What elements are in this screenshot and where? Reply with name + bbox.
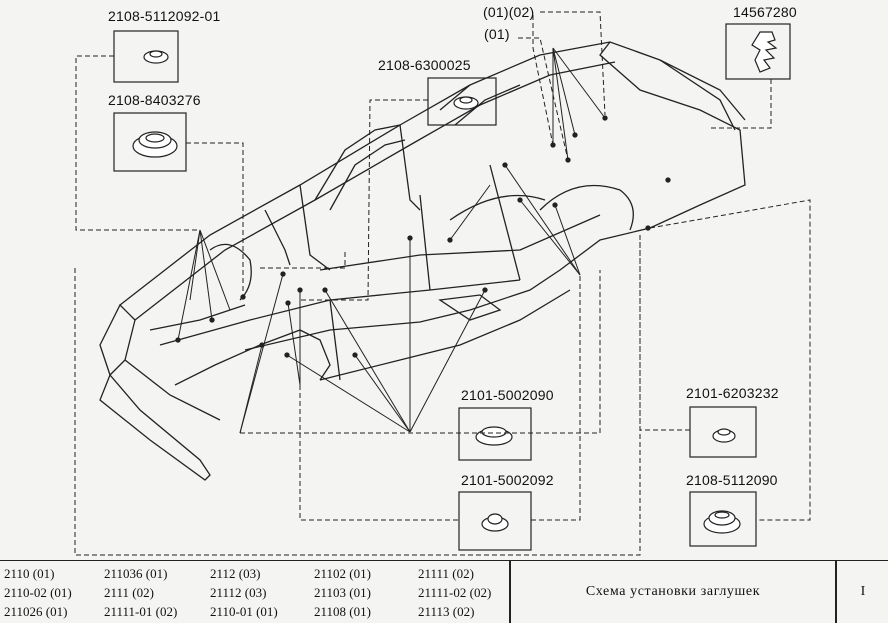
plug-installation-diagram: 2108-5112092-01 2108-8403276 2108-630002… — [74, 4, 811, 556]
part-box-14567280 — [725, 23, 791, 80]
model-cell: 211036 (01) — [104, 566, 168, 581]
part-box-2108-5112090 — [689, 491, 757, 547]
clip-fastener-icon — [751, 31, 778, 73]
part-label-01-02: (01)(02) — [483, 4, 535, 20]
part-box-2108-6300025 — [427, 77, 497, 126]
part-boxes — [113, 23, 791, 551]
part-label-2108-8403276: 2108-8403276 — [108, 92, 201, 108]
part-label-14567280: 14567280 — [733, 4, 797, 20]
model-cell: 211026 (01) — [4, 604, 68, 619]
part-box-2108-8403276 — [113, 112, 187, 172]
plug-medium-icon — [475, 426, 513, 446]
part-label-01: (01) — [484, 26, 510, 42]
part-label-2101-5002092: 2101-5002092 — [461, 472, 554, 488]
plug-flat-icon — [453, 96, 479, 110]
part-label-2108-5112090: 2108-5112090 — [686, 472, 778, 488]
plug-grommet-icon — [703, 510, 741, 534]
plug-icons — [132, 31, 778, 534]
model-cell: 2112 (03) — [210, 566, 261, 581]
model-cell: 21108 (01) — [314, 604, 371, 619]
car-body-outline — [99, 41, 746, 481]
sheet-title: Схема установки заглушек — [585, 584, 761, 599]
plug-small-icon — [143, 50, 169, 64]
part-box-2101-6203232 — [689, 406, 757, 458]
part-label-2101-5002090: 2101-5002090 — [461, 387, 554, 403]
plug-large-grommet-icon — [132, 131, 178, 158]
model-cell: 21113 (02) — [418, 604, 475, 619]
sheet-number: I — [860, 584, 866, 599]
drawing-footer: 2110 (01) 211036 (01) 2112 (03) 21102 (0… — [0, 560, 888, 623]
part-box-2101-5002092 — [458, 491, 532, 551]
model-cell: 21111 (02) — [418, 566, 474, 581]
part-box-2101-5002090 — [458, 407, 532, 461]
model-cell: 21111-01 (02) — [104, 604, 178, 619]
model-cell: 2111 (02) — [104, 585, 154, 600]
model-cell: 21102 (01) — [314, 566, 371, 581]
footer-divider — [509, 561, 511, 623]
model-cell: 2110-01 (01) — [210, 604, 278, 619]
part-label-2108-6300025: 2108-6300025 — [378, 57, 471, 73]
model-cell: 21112 (03) — [210, 585, 267, 600]
part-label-2101-6203232: 2101-6203232 — [686, 385, 779, 401]
part-label-2108-5112092-01: 2108-5112092-01 — [108, 8, 221, 24]
leader-lines — [74, 11, 811, 556]
model-cell: 2110-02 (01) — [4, 585, 72, 600]
pointer-lines — [177, 47, 606, 434]
plug-deep-icon — [481, 513, 509, 532]
model-cell: 21111-02 (02) — [418, 585, 492, 600]
body-diagram-svg — [74, 11, 811, 556]
plug-cap-icon — [712, 428, 736, 443]
footer-divider — [835, 561, 837, 623]
model-cell: 2110 (01) — [4, 566, 55, 581]
model-cell: 21103 (01) — [314, 585, 371, 600]
